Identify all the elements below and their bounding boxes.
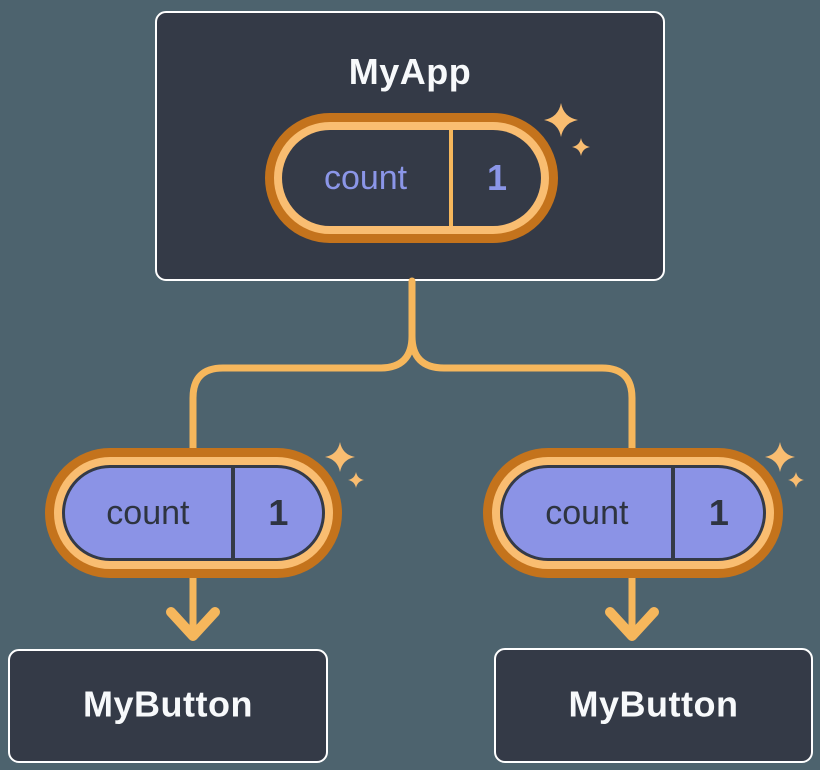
prop-pill-core: count 1 [62,465,325,561]
prop-pill-core: count 1 [500,465,766,561]
state-label: count [323,158,408,197]
node-title: MyButton [568,682,739,724]
prop-label: count [545,493,629,532]
pill-divider [670,468,675,558]
prop-value: 1 [268,492,289,533]
node-title: MyButton [83,683,253,725]
prop-pill-right: count 1 [483,448,783,578]
prop-pill-left: count 1 [45,448,342,578]
arrowhead-left-icon [166,607,220,641]
state-pill-core: count 1 [282,130,541,226]
prop-value: 1 [708,492,729,533]
node-mybutton-left: MyButton [8,649,328,763]
arrowhead-right-icon [605,607,659,641]
pill-divider [449,130,454,226]
state-pill-root: count 1 [265,113,558,243]
prop-label: count [106,493,190,532]
node-title: MyApp [348,51,472,92]
node-mybutton-right: MyButton [494,648,813,763]
state-value: 1 [487,157,508,198]
